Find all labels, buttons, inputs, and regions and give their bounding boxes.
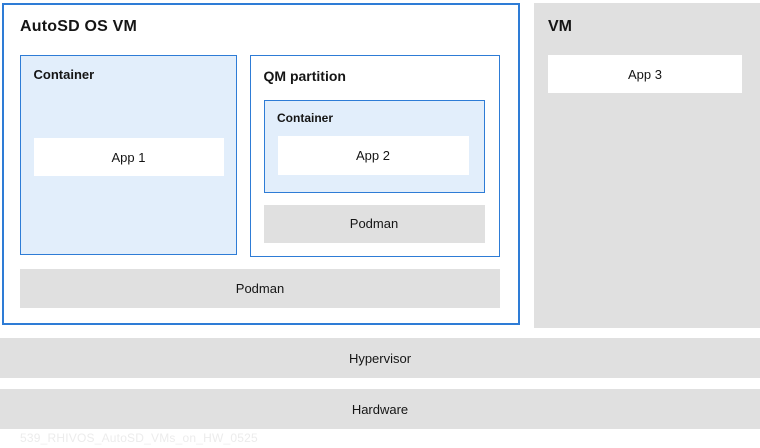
- qm-partition-title: QM partition: [263, 68, 346, 84]
- container-qm-title: Container: [277, 110, 334, 125]
- container-box-qm: Container App 2: [263, 99, 485, 193]
- hardware-layer: Hardware: [0, 389, 760, 429]
- app3-box: App 3: [548, 55, 742, 93]
- autosd-os-vm-title: AutoSD OS VM: [20, 18, 138, 35]
- qm-partition-box: QM partition Container App 2 Podman: [250, 55, 500, 257]
- app2-box: App 2: [277, 135, 469, 175]
- hypervisor-layer: Hypervisor: [0, 338, 760, 378]
- container-box-left: Container App 1: [20, 55, 237, 255]
- autosd-os-vm-box: AutoSD OS VM Container App 1 QM partitio…: [2, 3, 520, 325]
- vm-box: VM App 3: [534, 3, 760, 328]
- app1-box: App 1: [33, 138, 224, 176]
- diagram-watermark: 539_RHIVOS_AutoSD_VMs_on_HW_0525: [20, 431, 258, 445]
- autosd-podman-box: Podman: [20, 269, 500, 308]
- qm-podman-box: Podman: [263, 204, 485, 243]
- container-left-title: Container: [33, 67, 95, 82]
- vm-title: VM: [548, 18, 572, 35]
